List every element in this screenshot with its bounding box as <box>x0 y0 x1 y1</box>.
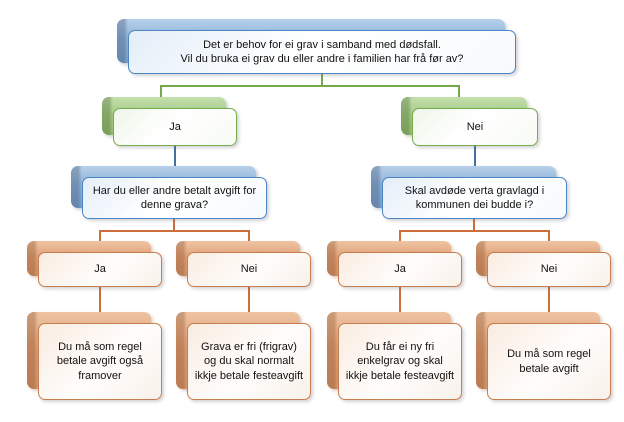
branch-nei-node: Nei <box>401 97 538 146</box>
connector-orange-right-drop <box>473 219 475 232</box>
connector-orange-leaf-2 <box>248 287 250 313</box>
question-right-box: Skal avdøde verta gravlagd i kommunen de… <box>382 177 567 219</box>
result-node-4: Du må som regel betale avgift <box>476 312 611 400</box>
connector-orange-leaf-1 <box>99 287 101 313</box>
root-question-line2: Vil du bruka ei grav du eller andre i fa… <box>180 53 464 65</box>
question-left-node: Har du eller andre betalt avgift for den… <box>71 166 267 219</box>
question-left-text: Har du eller andre betalt avgift for den… <box>92 184 257 211</box>
answer-left-nei-label: Nei <box>240 263 258 276</box>
connector-orange-leaf-3 <box>399 287 401 313</box>
branch-ja-node: Ja <box>102 97 237 146</box>
answer-right-nei-label: Nei <box>540 263 558 276</box>
connector-orange-left-drop-ja <box>99 230 101 242</box>
answer-left-ja-node: Ja <box>27 241 162 287</box>
connector-orange-right-horizontal <box>399 230 550 232</box>
result-2-box: Grava er fri (frigrav) og du skal normal… <box>187 323 311 400</box>
result-1-text: Du må som regel betale avgift også framo… <box>56 341 144 382</box>
connector-orange-left-horizontal <box>99 230 250 232</box>
result-node-3: Du får ei ny fri enkelgrav og skal ikkje… <box>327 312 462 400</box>
result-node-1: Du må som regel betale avgift også framo… <box>27 312 162 400</box>
connector-green-root-drop <box>321 74 323 87</box>
answer-left-ja-label: Ja <box>94 263 106 276</box>
root-question-line1: Det er behov for ei grav i samband med d… <box>203 38 441 51</box>
result-node-2: Grava er fri (frigrav) og du skal normal… <box>176 312 311 400</box>
result-3-box: Du får ei ny fri enkelgrav og skal ikkje… <box>338 323 462 400</box>
result-4-box: Du må som regel betale avgift <box>487 323 611 400</box>
connector-green-drop-nei <box>458 85 460 98</box>
root-question-node: Det er behov for ei grav i samband med d… <box>117 19 516 74</box>
answer-right-nei-node: Nei <box>476 241 611 287</box>
answer-left-nei-box: Nei <box>187 252 311 287</box>
answer-right-ja-node: Ja <box>327 241 462 287</box>
result-1-box: Du må som regel betale avgift også framo… <box>38 323 162 400</box>
connector-orange-right-drop-nei <box>548 230 550 242</box>
result-2-text: Grava er fri (frigrav) og du skal normal… <box>194 341 304 382</box>
result-3-text: Du får ei ny fri enkelgrav og skal ikkje… <box>345 341 455 382</box>
connector-orange-leaf-4 <box>548 287 550 313</box>
question-right-text: Skal avdøde verta gravlagd i kommunen de… <box>404 184 545 211</box>
branch-ja-label: Ja <box>169 120 181 133</box>
root-question-box: Det er behov for ei grav i samband med d… <box>128 30 516 74</box>
connector-orange-right-drop-ja <box>399 230 401 242</box>
answer-right-ja-label: Ja <box>394 263 406 276</box>
answer-right-ja-box: Ja <box>338 252 462 287</box>
connector-orange-left-drop <box>173 219 175 232</box>
question-left-box: Har du eller andre betalt avgift for den… <box>82 177 267 219</box>
answer-left-nei-node: Nei <box>176 241 311 287</box>
branch-nei-label: Nei <box>466 120 484 133</box>
connector-orange-left-drop-nei <box>248 230 250 242</box>
connector-green-drop-ja <box>160 85 162 98</box>
connector-blue-left <box>174 146 176 167</box>
answer-left-ja-box: Ja <box>38 252 162 287</box>
connector-green-horizontal <box>160 85 460 87</box>
result-4-text: Du må som regel betale avgift <box>507 348 591 375</box>
answer-right-nei-box: Nei <box>487 252 611 287</box>
branch-nei-box: Nei <box>412 108 538 146</box>
question-right-node: Skal avdøde verta gravlagd i kommunen de… <box>371 166 567 219</box>
branch-ja-box: Ja <box>113 108 237 146</box>
connector-blue-right <box>474 146 476 167</box>
